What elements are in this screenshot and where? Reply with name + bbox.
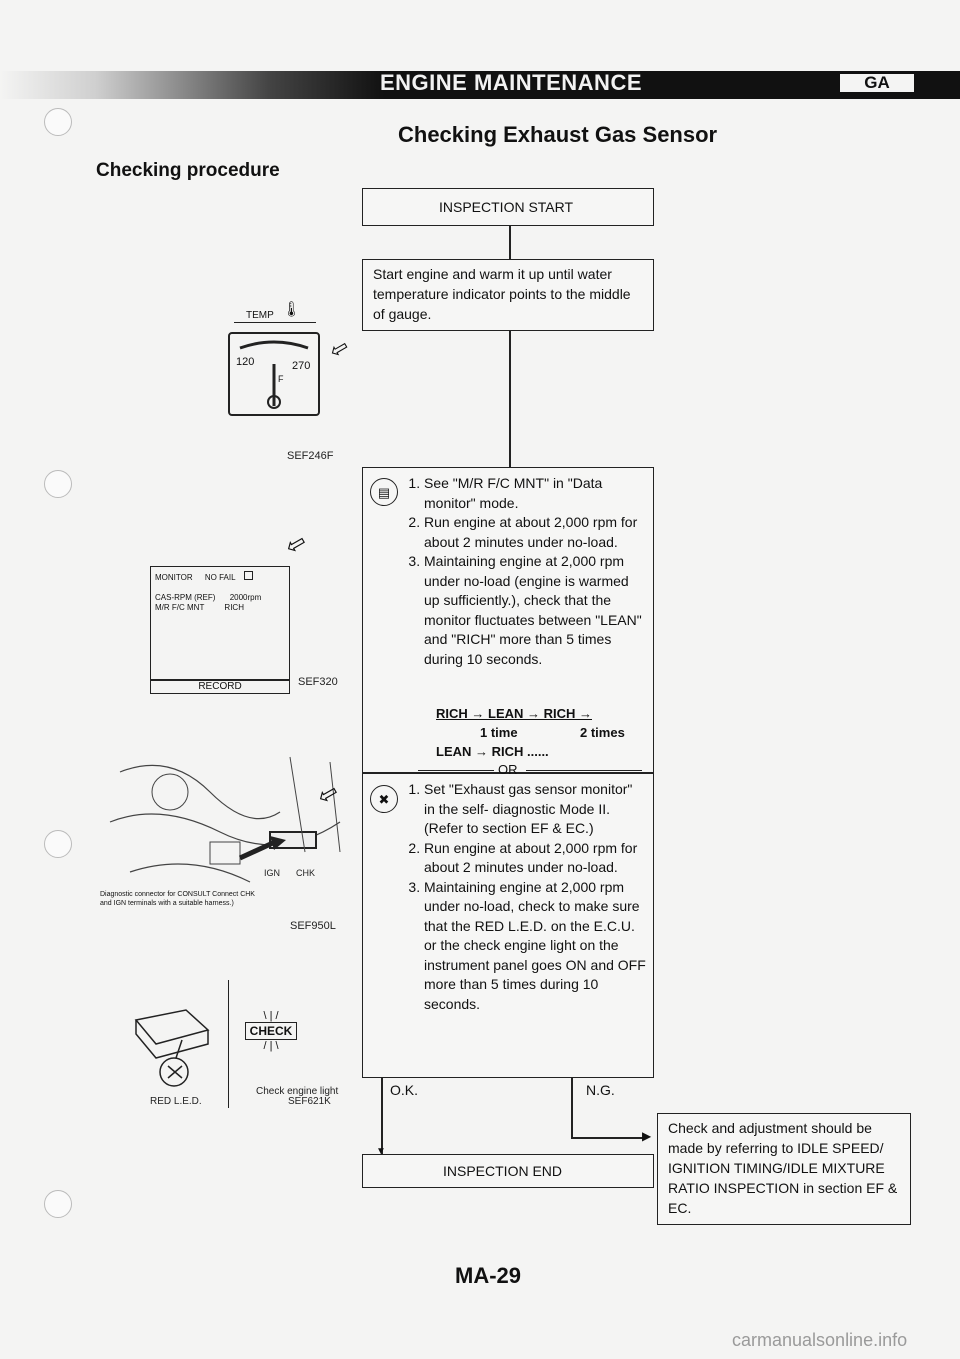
gauge-underline — [234, 322, 316, 323]
consult-tester-icon: ▤ — [370, 478, 398, 506]
ok-label: O.K. — [390, 1082, 419, 1098]
gauge-unit: F — [278, 374, 284, 384]
consult-step: Maintaining engine at 2,000 rpm under no… — [424, 552, 646, 669]
flow-connector — [509, 331, 511, 468]
mrfc-label: M/R F/C MNT — [155, 603, 205, 612]
figure-divider — [228, 980, 229, 1108]
temp-label: TEMP — [246, 310, 274, 321]
connector-illustration — [100, 752, 350, 912]
gauge-right-value: 270 — [292, 360, 311, 372]
ok-connector — [381, 1078, 383, 1156]
ecu-step: Maintaining engine at 2,000 rpm under no… — [424, 878, 646, 1015]
inspection-start-box: INSPECTION START — [362, 188, 654, 226]
section-badge: GA — [838, 72, 916, 94]
thermometer-icon: 🌡 — [282, 301, 302, 318]
mrfc-value: RICH — [224, 603, 244, 612]
or-rule-right — [526, 770, 642, 771]
binder-hole — [44, 470, 72, 498]
ecu-illustration — [126, 1000, 216, 1090]
or-rule-left — [418, 770, 494, 771]
check-engine-icon: \ | / CHECK / | \ — [236, 1010, 306, 1070]
pointer-arrow-icon: ⇦ — [280, 527, 312, 562]
ng-action-text: Check and adjustment should be made by r… — [668, 1120, 898, 1216]
cycle-one: 1 time — [480, 725, 518, 740]
ecu-step: Set "Exhaust gas sensor monitor" in the … — [424, 780, 646, 839]
figure-code: SEF621K — [288, 1096, 331, 1107]
consult-screen: MONITOR NO FAIL CAS-RPM (REF) 2000rpm M/… — [150, 566, 290, 680]
warmup-text: Start engine and warm it up until water … — [373, 266, 631, 322]
procedure-box — [362, 467, 654, 773]
inspection-end-label: INSPECTION END — [443, 1163, 563, 1179]
procedure-box-lower — [362, 773, 654, 1078]
figure-code: SEF950L — [290, 920, 336, 932]
page-number: MA-29 — [455, 1263, 522, 1288]
record-button: RECORD — [150, 680, 290, 694]
header-bar — [0, 71, 960, 99]
arrow-down-icon: ▼ — [376, 1146, 386, 1157]
consult-step: See "M/R F/C MNT" in "Data monitor" mode… — [424, 474, 646, 513]
check-light-label: Check engine light — [256, 1086, 339, 1097]
pointer-arrow-icon: ⇦ — [324, 333, 354, 365]
rpm-label: CAS-RPM (REF) — [155, 593, 216, 602]
or-label: OR — [498, 762, 518, 777]
no-fail-label: NO FAIL — [204, 573, 236, 582]
ecu-steps: Set "Exhaust gas sensor monitor" in the … — [402, 780, 646, 1014]
rpm-value: 2000rpm — [229, 593, 262, 602]
monitor-label: MONITOR — [155, 573, 193, 582]
ng-action-box: Check and adjustment should be made by r… — [657, 1113, 911, 1225]
red-led-label: RED L.E.D. — [150, 1096, 202, 1107]
inspection-start-label: INSPECTION START — [439, 199, 574, 215]
inspection-end-box: INSPECTION END — [362, 1154, 654, 1188]
cycle-line: RICH → LEAN → RICH → — [436, 706, 592, 721]
check-label: CHECK — [244, 1022, 298, 1040]
connector-caption: Diagnostic connector for CONSULT Connect… — [100, 891, 255, 907]
arrow-right-icon: ▶ — [642, 1129, 652, 1143]
warmup-box: Start engine and warm it up until water … — [362, 259, 654, 331]
chk-label: CHK — [296, 868, 316, 878]
cycle-last: LEAN → RICH ...... — [436, 744, 549, 759]
figure-code: SEF320 — [298, 676, 338, 688]
binder-hole — [44, 830, 72, 858]
ng-arrow-line — [571, 1137, 645, 1139]
subsection-title: Checking procedure — [96, 160, 280, 181]
binder-hole — [44, 1190, 72, 1218]
ign-label: IGN — [264, 868, 281, 878]
gauge-left-value: 120 — [236, 356, 255, 368]
ecu-step: Run engine at about 2,000 rpm for about … — [424, 839, 646, 878]
page-header-title: ENGINE MAINTENANCE — [380, 70, 643, 95]
binder-hole — [44, 108, 72, 136]
record-indicator-icon — [243, 571, 253, 580]
cycle-two: 2 times — [580, 725, 625, 740]
figure-code: SEF246F — [287, 450, 334, 462]
flow-connector — [509, 226, 511, 259]
ecu-diagnosis-icon: ✖ — [370, 785, 398, 813]
section-title: Checking Exhaust Gas Sensor — [398, 122, 718, 147]
consult-steps: See "M/R F/C MNT" in "Data monitor" mode… — [402, 474, 646, 669]
ng-connector — [571, 1078, 573, 1138]
temperature-gauge: 120 270 F — [228, 332, 320, 416]
consult-step: Run engine at about 2,000 rpm for about … — [424, 513, 646, 552]
ng-label: N.G. — [586, 1082, 615, 1098]
watermark: carmanualsonline.info — [732, 1330, 908, 1350]
